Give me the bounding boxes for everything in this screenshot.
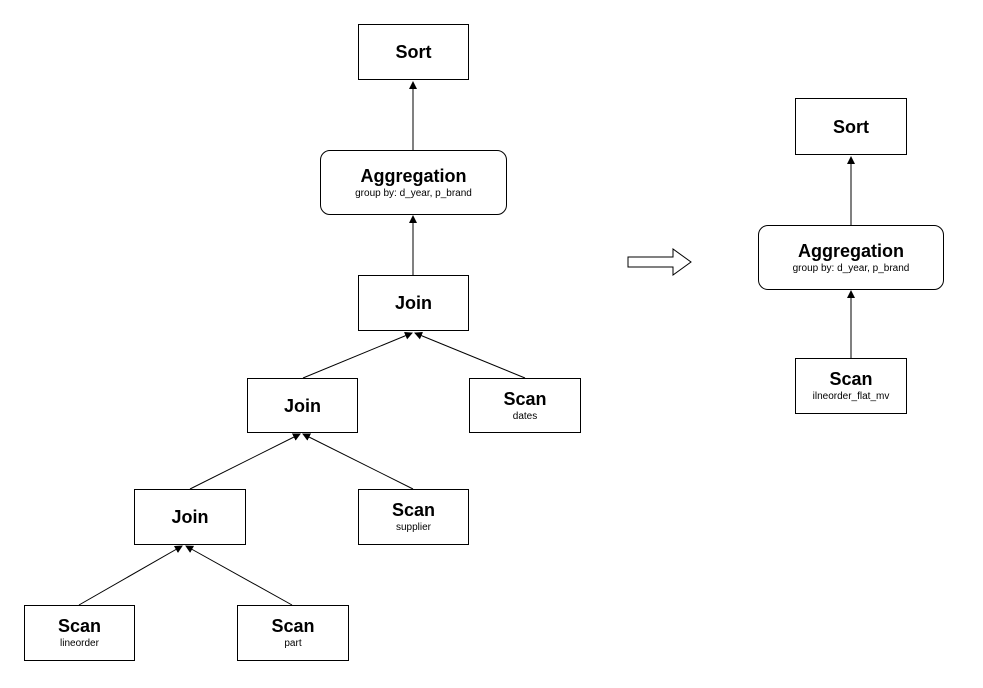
node-title: Join bbox=[394, 293, 432, 313]
node-detail: part bbox=[284, 638, 302, 649]
edge-scan-lineorder-to-join-bottom bbox=[78, 545, 183, 606]
sort-node-mv: Sort bbox=[795, 98, 907, 155]
node-detail: group by: d_year, p_brand bbox=[792, 262, 910, 274]
scan-lineorder-node: Scan lineorder bbox=[24, 605, 135, 661]
node-detail: supplier bbox=[395, 522, 432, 533]
edge-join-mid-to-join-top bbox=[302, 331, 413, 379]
transform-arrow-icon bbox=[627, 248, 692, 276]
node-title: Scan bbox=[829, 369, 873, 389]
node-title: Scan bbox=[271, 616, 315, 636]
node-detail: dates bbox=[512, 410, 538, 422]
node-title: Join bbox=[171, 507, 209, 527]
edge-join-bottom-to-join-mid bbox=[189, 433, 301, 490]
node-title: Sort bbox=[395, 42, 432, 62]
join-node-mid: Join bbox=[247, 378, 358, 433]
node-title: Scan bbox=[503, 388, 547, 409]
node-title: Scan bbox=[391, 500, 436, 520]
node-detail: lineorder bbox=[60, 638, 99, 649]
node-detail: group by: d_year, p_brand bbox=[355, 187, 472, 199]
edge-scan-part-to-join-bottom bbox=[185, 545, 293, 606]
aggregation-node-mv: Aggregation group by: d_year, p_brand bbox=[758, 225, 944, 290]
edge-scan-supplier-to-join-mid bbox=[302, 433, 414, 490]
node-title: Scan bbox=[57, 616, 102, 636]
scan-supplier-node: Scan supplier bbox=[358, 489, 469, 545]
node-title: Aggregation bbox=[360, 165, 467, 186]
scan-mv-node: Scan ilneorder_flat_mv bbox=[795, 358, 907, 414]
node-detail: ilneorder_flat_mv bbox=[812, 391, 890, 402]
join-node-top: Join bbox=[358, 275, 469, 331]
join-node-bottom: Join bbox=[134, 489, 246, 545]
node-title: Sort bbox=[833, 116, 869, 137]
node-title: Join bbox=[283, 395, 321, 416]
edge-scan-dates-to-join-top bbox=[414, 331, 526, 379]
scan-part-node: Scan part bbox=[237, 605, 349, 661]
sort-node: Sort bbox=[358, 24, 469, 80]
scan-dates-node: Scan dates bbox=[469, 378, 581, 433]
node-title: Aggregation bbox=[798, 240, 904, 261]
aggregation-node: Aggregation group by: d_year, p_brand bbox=[320, 150, 507, 215]
